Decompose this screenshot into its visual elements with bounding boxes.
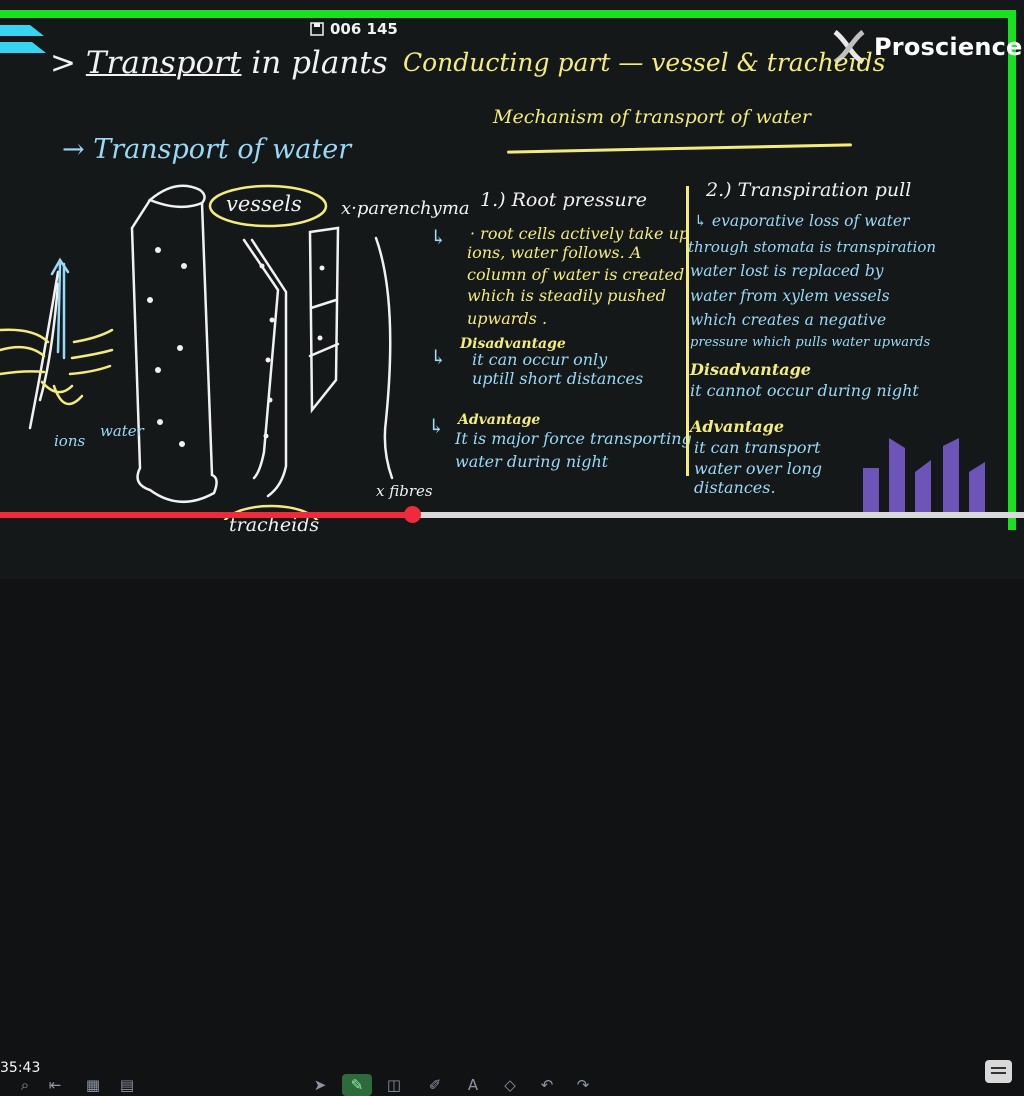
title-rest: in plants [251, 45, 388, 81]
title-prefix: > [50, 45, 76, 81]
vessels-label: vessels [226, 192, 302, 216]
root-pressure-line: upwards . [467, 309, 548, 328]
water-label: water [100, 422, 144, 440]
parenchyma-label: x·parenchyma [341, 198, 470, 219]
transpiration-line: water lost is replaced by [690, 262, 884, 280]
title-underlined: Transport [85, 45, 242, 81]
rp-disadvantage-arrow: ↳ [430, 345, 447, 369]
brand-name: Proscience [874, 33, 1023, 61]
mechanism-heading: Mechanism of transport of water [493, 106, 811, 128]
highlighter-icon[interactable]: ✐ [428, 1076, 442, 1094]
marker-icon[interactable]: ✎ [342, 1074, 372, 1096]
tp-advantage-line: water over long [694, 459, 823, 478]
tracheids-label: tracheids [229, 514, 320, 536]
counter-text: 006 145 [330, 20, 398, 38]
dna-helix-icon [833, 29, 865, 65]
rp-advantage-heading: Advantage [458, 412, 541, 428]
rp-advantage-line: water during night [455, 452, 609, 471]
tp-disadvantage-heading: Disadvantage [690, 360, 811, 379]
tp-advantage-line: it can transport [694, 438, 821, 457]
rp-disadvantage-heading: Disadvantage [460, 336, 566, 352]
pen-icon[interactable]: ⌕ [20, 1076, 30, 1094]
undo-icon[interactable]: ↶ [540, 1076, 554, 1094]
menu-button[interactable] [985, 1060, 1012, 1083]
rp-advantage-line: It is major force transporting [455, 429, 692, 448]
video-frame-border [0, 10, 1016, 530]
transport-of-water-heading: → Transport of water [62, 134, 352, 165]
cursor-icon[interactable]: ➤ [313, 1076, 327, 1094]
transpiration-line: ↳ evaporative loss of water [694, 212, 910, 230]
tp-disadvantage-line: it cannot occur during night [690, 381, 919, 400]
back-icon[interactable]: ⇤ [48, 1076, 62, 1094]
xylem-diagram: vessels x·parenchyma tracheids x fibres … [0, 160, 470, 536]
board-title: > Transport in plants [50, 45, 388, 81]
pages-icon[interactable]: ▤ [119, 1076, 135, 1094]
video-controls: 35:43 ⌕ ⇤ ▦ ▤ ➤ ✎ ◫ ✐ A ◇ ↶ ↷ [0, 525, 1024, 1096]
fibres-label: x fibres [376, 482, 433, 500]
arrow-left-icon: ↳ [430, 225, 447, 249]
text-icon[interactable]: A [467, 1076, 479, 1094]
seek-handle[interactable] [403, 506, 421, 523]
rp-advantage-arrow: ↳ [428, 414, 445, 438]
shape-icon[interactable]: ◇ [504, 1076, 516, 1094]
transpiration-line: which creates a negative [690, 311, 887, 329]
transpiration-line: pressure which pulls water upwards [690, 335, 931, 350]
conducting-part-note: Conducting part — vessel & tracheids [403, 48, 886, 77]
root-pressure-heading: 1.) Root pressure [480, 189, 647, 211]
redo-icon[interactable]: ↷ [576, 1076, 590, 1094]
watermark-logo [863, 438, 985, 518]
tp-advantage-heading: Advantage [690, 417, 785, 436]
video-progress-bar[interactable] [0, 506, 1024, 523]
transpiration-heading: 2.) Transpiration pull [706, 179, 912, 201]
eraser-icon[interactable]: ◫ [386, 1076, 402, 1094]
whiteboard: 006 145 Proscience > Transport in plants… [0, 10, 1023, 536]
played-progress [0, 512, 410, 518]
column-divider [686, 186, 689, 476]
rp-disadvantage-line: it can occur only [472, 350, 608, 369]
viewer-counter: 006 145 [310, 19, 398, 39]
transpiration-line: through stomata is transpiration [688, 238, 937, 256]
root-pressure-line: ions, water follows. A [467, 243, 642, 262]
xylem-drawing [0, 184, 394, 520]
root-pressure-line: column of water is created [467, 265, 685, 284]
root-pressure-line: which is steadily pushed [467, 286, 666, 305]
save-icon [310, 22, 324, 36]
root-pressure-line: · root cells actively take up [470, 224, 690, 243]
transpiration-line: water from xylem vessels [690, 287, 890, 305]
grid-icon[interactable]: ▦ [85, 1076, 101, 1094]
tp-advantage-line: distances. [694, 478, 776, 497]
rp-disadvantage-line: uptill short distances [472, 369, 644, 388]
brand-logo: Proscience [828, 29, 1023, 65]
menu-lines-icon [0, 25, 46, 53]
ions-label: ions [54, 432, 86, 450]
